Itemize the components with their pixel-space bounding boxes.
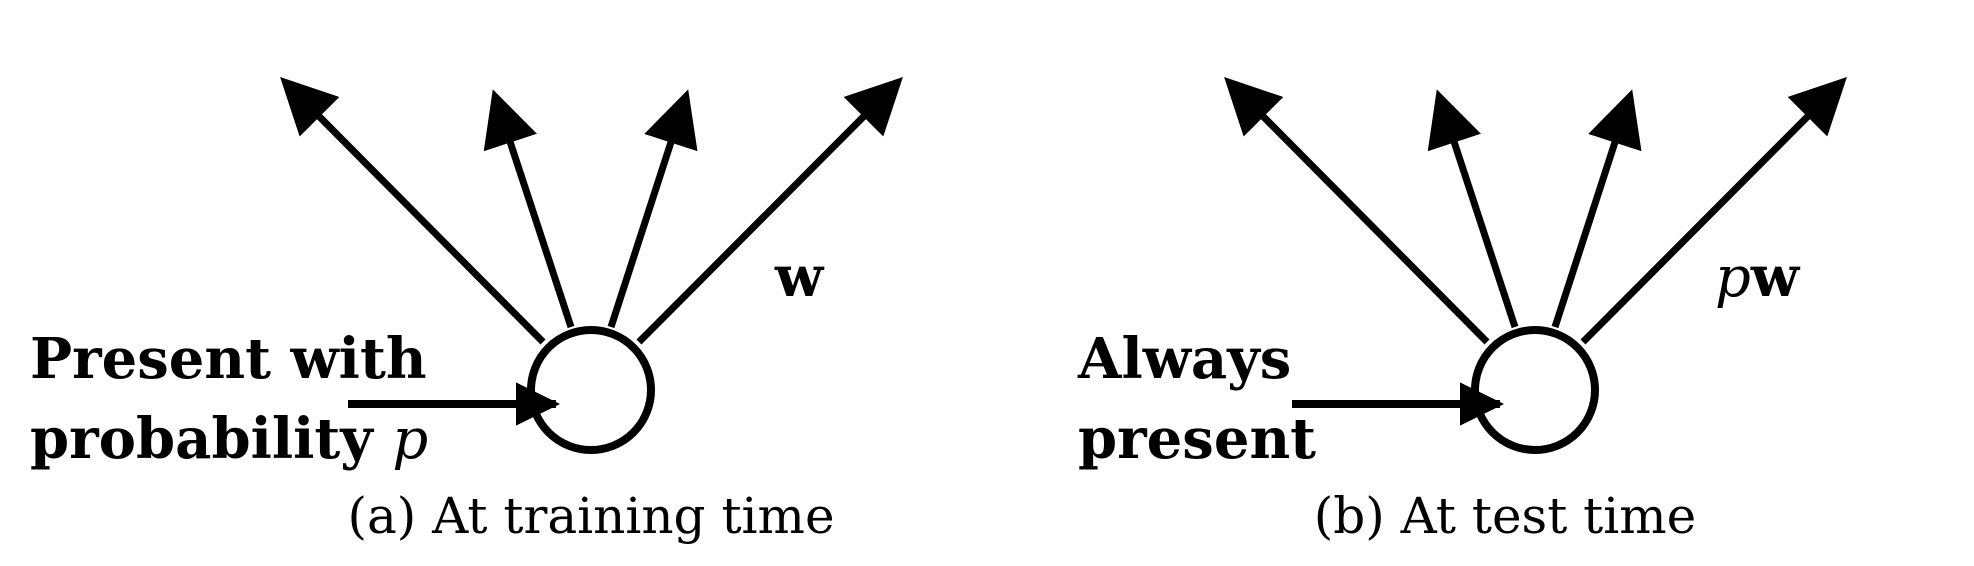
panel-b-weight-label: w: [1750, 244, 1801, 310]
panel-a-input-label-var: p: [392, 407, 428, 472]
panel-b-input-label-line2: present: [1078, 406, 1316, 472]
panel-b-unit-circle: [1471, 326, 1599, 454]
panel-b-caption: (b) At test time: [1314, 487, 1697, 545]
panel-a-edge-4: [636, 77, 903, 345]
panel-b-input-label-line1: Always: [1077, 326, 1291, 392]
panel-b-weight-label-group: pw: [1715, 244, 1801, 310]
panel-a-weight-label: w: [774, 244, 825, 310]
panel-b-edge-3: [1551, 89, 1642, 329]
panel-b-edge-4: [1580, 77, 1847, 345]
panel-b: pw Always present (b) At test time: [1077, 77, 1847, 545]
panel-a-input-label-line2: probability: [30, 406, 392, 472]
panel-a-edge-1: [280, 77, 546, 345]
panel-a-caption: (a) At training time: [347, 487, 834, 545]
panel-a-unit-circle: [527, 326, 655, 454]
panel-a: w Present with probability p (a) At trai…: [30, 77, 903, 545]
panel-a-edge-2: [483, 89, 575, 329]
panel-b-weight-prefix: p: [1715, 245, 1751, 310]
panel-a-input-label-line2-group: probability p: [30, 406, 428, 472]
panel-a-input-label-line1: Present with: [30, 326, 427, 392]
panel-b-edge-1: [1224, 77, 1490, 345]
panel-a-edge-3: [607, 89, 698, 329]
panel-b-edge-2: [1427, 89, 1519, 329]
